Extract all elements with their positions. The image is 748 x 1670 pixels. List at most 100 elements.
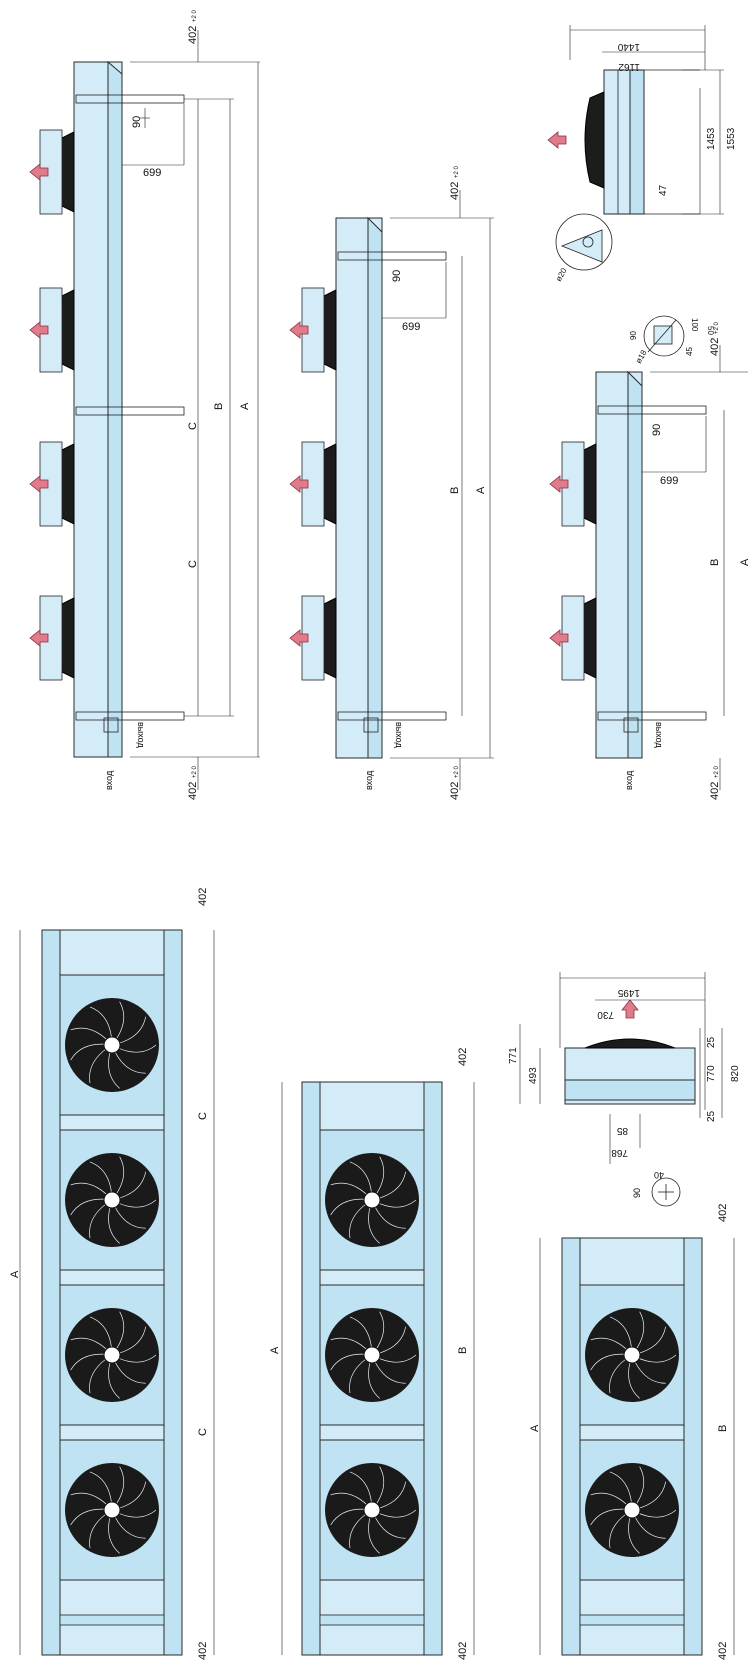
fan-hub-icon [103,1036,121,1054]
fan-side-2 [301,441,337,527]
side-rail [41,929,61,1656]
fan-side-1 [301,287,337,373]
dim-402: 402 [197,888,209,906]
dim-90: 90 [651,424,663,436]
header-bar [59,1614,165,1626]
dim-label-b: B [717,1425,729,1432]
fan-hub-icon [363,1501,381,1519]
fan-end-housing [584,91,605,189]
dim-label-a: A [475,486,487,494]
airflow-arrow-icon [289,475,309,493]
fan-side-3 [301,595,337,681]
unit-side-panel [107,60,123,758]
dim-label-c: C [197,1428,209,1436]
dim-820: 820 [730,1065,741,1082]
leg-bracket [75,406,185,416]
fan-hub-icon [363,1191,381,1209]
fan-hub-icon [103,1191,121,1209]
leg-bracket [337,711,447,721]
port-inlet-label: вход [104,770,114,790]
dim-402: 402 [187,782,199,800]
airflow-arrow-icon [621,999,639,1019]
port-outlet-label: выход [136,722,146,748]
dim-402-tol: +2 0 [454,165,460,178]
dim-detail-100: 100 [690,318,699,332]
airflow-arrow-icon [29,629,49,647]
end-view-bottom: 1495 730 771 493 85 768 25 770 25 820 90… [508,972,741,1207]
dim-402: 402 [449,782,461,800]
unit-side-panel [627,370,643,759]
dim-1495: 1495 [617,987,640,998]
port-inlet-label: вход [364,770,374,790]
dim-402: 402 [197,1642,209,1660]
dim-402: 402 [717,1204,729,1222]
dim-label-a: A [9,1270,21,1278]
dim-label-b: B [449,487,461,494]
dim-90: 90 [131,116,143,128]
dim-402-tol: +2 0 [714,321,720,334]
dim-1553: 1553 [726,127,737,150]
pipe-connection [363,717,379,733]
dim-1440: 1440 [617,41,640,52]
dim-402: 402 [709,338,721,356]
airflow-arrow-icon [29,475,49,493]
fan-hub-icon [103,1346,121,1364]
fan-end-housing [584,1038,676,1049]
dim-699: 699 [402,321,420,333]
side-view-3-fans: A B 699 90 402 +2 0 402 +2 0 вход выход [289,165,494,800]
side-rail [301,1081,321,1656]
header-bar [579,1614,685,1626]
dim-d20: ø20 [554,266,569,283]
side-view-4-fans: A B C C 699 90 402 +2 0 402 +2 0 вход вы… [29,9,260,800]
dim-402: 402 [187,26,199,44]
dim-label-b: B [213,403,225,410]
fan-side-2 [561,595,597,681]
dim-402: 402 [449,182,461,200]
plan-view-4-fans [41,929,183,1656]
dim-label-c: C [187,560,199,568]
dim-detail-45: 45 [685,347,694,356]
dim-402-tol: +2 0 [192,765,198,778]
dim-detail-50: 50 [706,326,715,335]
dim-699: 699 [660,475,678,487]
port-inlet-label: вход [624,770,634,790]
dim-25: 25 [706,1036,717,1048]
port-outlet-label: выход [394,722,404,748]
leg-bracket [597,711,707,721]
dim-detail-90: 90 [629,331,638,340]
side-view-2-fans: A B 699 90 402 +2 0 402 +2 0 вход выход … [549,315,748,800]
unit-side-panel [367,216,383,759]
dim-85: 85 [616,1125,628,1136]
dim-label-a: A [529,1424,541,1432]
fan-hub-icon [103,1501,121,1519]
dim-402: 402 [457,1048,469,1066]
plan-dim-labels: A C C 402 402 A B 402 402 A B 402 402 [9,888,735,1660]
dim-detail-90: 90 [632,1188,642,1198]
plan-view-2-fans [561,1237,703,1656]
side-rail [561,1237,581,1656]
dim-47: 47 [658,184,669,196]
airflow-arrow-icon [549,629,569,647]
dim-699: 699 [143,167,161,179]
fan-hub-icon [623,1346,641,1364]
airflow-arrow-icon [29,321,49,339]
fan-hub-icon [623,1501,641,1519]
dim-730: 730 [597,1009,614,1020]
dim-1453: 1453 [706,127,717,150]
plan-view-3-fans [301,1081,443,1656]
dim-label-c: C [187,422,199,430]
dim-label-c: C [197,1112,209,1120]
dim-402: 402 [457,1642,469,1660]
side-rail [423,1081,443,1656]
dim-1162: 1162 [618,61,640,72]
dim-770: 770 [706,1065,717,1082]
fan-side-3 [39,441,75,527]
dim-label-a: A [739,558,748,566]
leg-bracket [597,405,707,415]
header-bar [319,1614,425,1626]
side-rail [683,1237,703,1656]
dim-label-a: A [239,402,251,410]
dim-402: 402 [709,782,721,800]
